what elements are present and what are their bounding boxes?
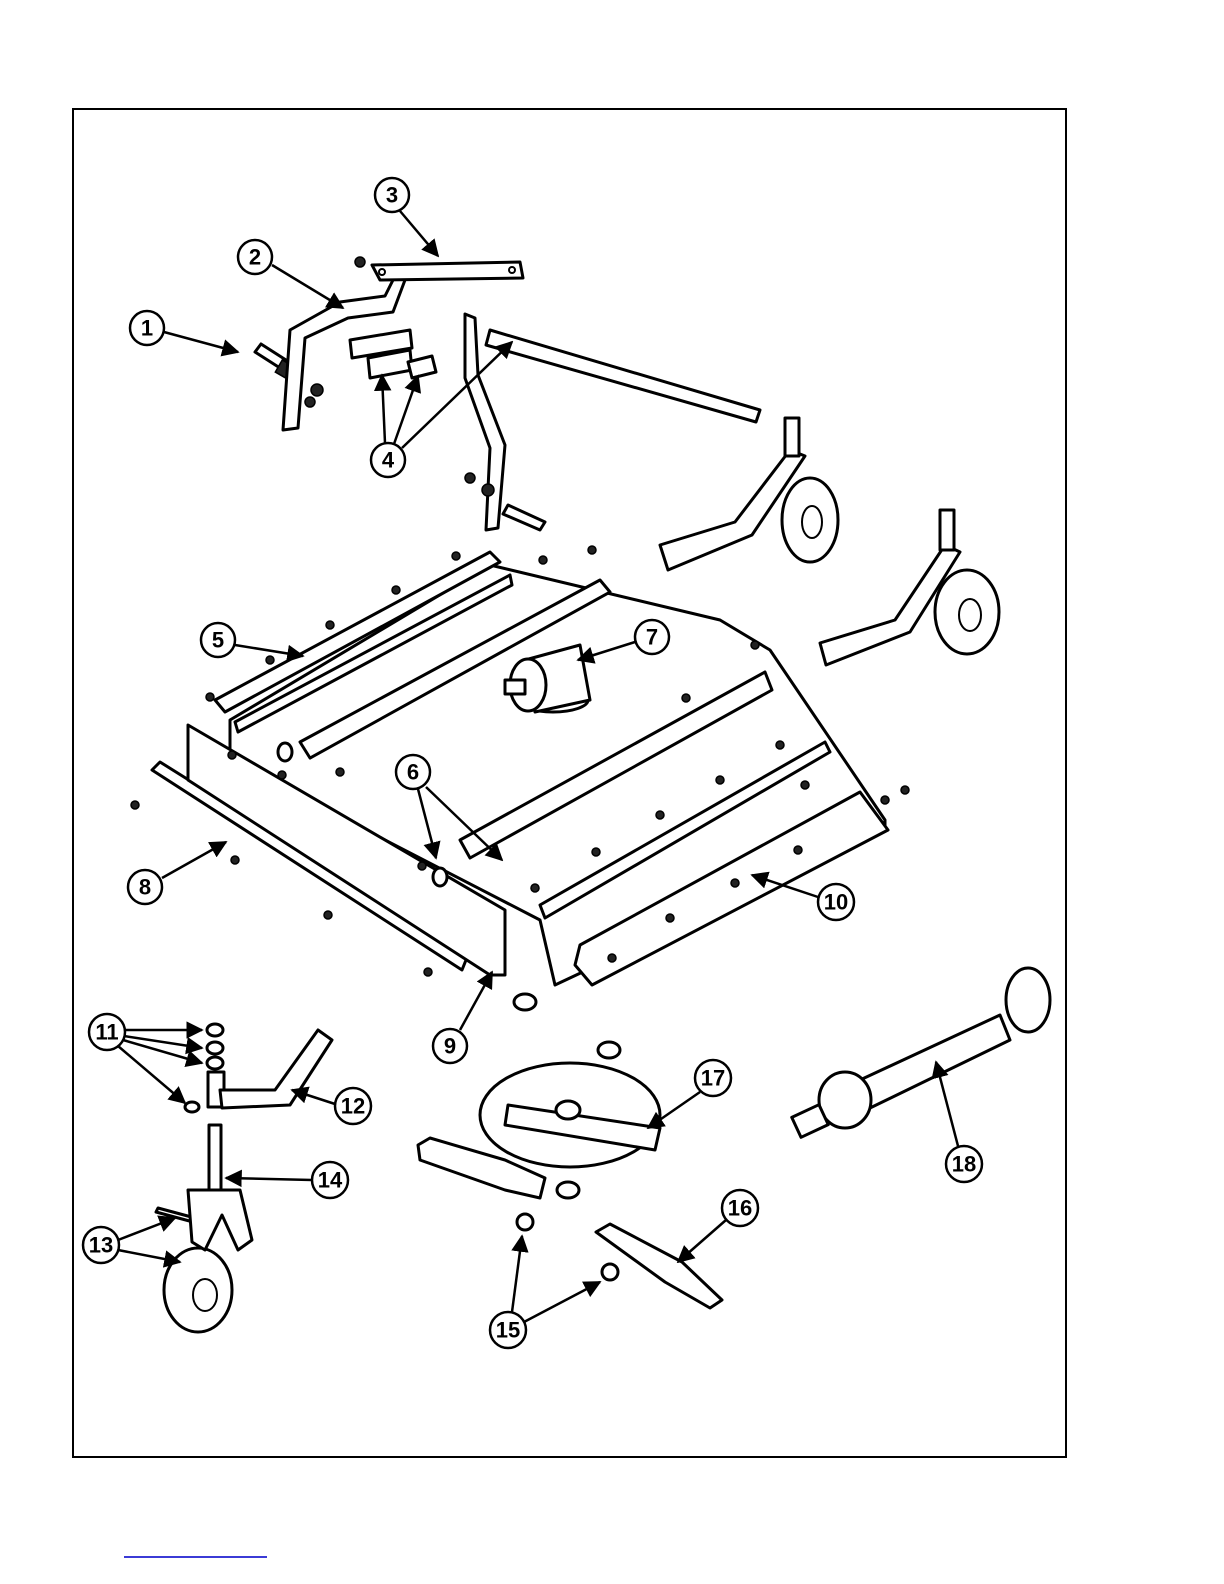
blade-bolts	[517, 1214, 618, 1280]
callout-9: 9	[433, 972, 492, 1063]
caster-yoke	[188, 1125, 252, 1250]
callout-5-label: 5	[212, 628, 224, 653]
callout-5: 5	[201, 623, 303, 657]
callout-14: 14	[226, 1162, 348, 1198]
drive-shaft	[792, 968, 1050, 1137]
callout-3-label: 3	[386, 183, 398, 208]
callout-8-label: 8	[139, 875, 151, 900]
callout-2: 2	[238, 240, 343, 308]
caster-assembly-front	[820, 510, 999, 665]
callout-11: 11	[89, 1014, 202, 1103]
callout-2-label: 2	[249, 245, 261, 270]
caster-assembly-rear	[660, 418, 838, 570]
callout-8: 8	[128, 842, 226, 904]
callout-15-label: 15	[496, 1318, 520, 1343]
callout-18: 18	[936, 1062, 982, 1182]
callout-1: 1	[130, 311, 238, 352]
callout-10-label: 10	[824, 890, 848, 915]
callout-12: 12	[292, 1088, 371, 1124]
callout-16-label: 16	[728, 1196, 752, 1221]
callout-4-label: 4	[382, 448, 395, 473]
callout-3: 3	[375, 178, 438, 256]
callout-1-label: 1	[141, 316, 153, 341]
callout-12-label: 12	[341, 1094, 365, 1119]
callout-11-label: 11	[95, 1020, 118, 1045]
blade-disc	[480, 1063, 660, 1167]
hitch-plates-and-bushing	[350, 330, 436, 378]
callout-17-label: 17	[701, 1066, 725, 1091]
top-link-bar	[355, 257, 523, 280]
callout-14-label: 14	[318, 1168, 343, 1193]
callout-13: 13	[83, 1218, 180, 1263]
callout-16: 16	[678, 1190, 758, 1262]
footer-rule	[124, 1556, 267, 1558]
callout-9-label: 9	[444, 1034, 456, 1059]
callout-18-label: 18	[952, 1152, 976, 1177]
right-hitch-arm	[465, 314, 760, 530]
callout-7-label: 7	[646, 625, 658, 650]
callout-13-label: 13	[89, 1233, 113, 1258]
callout-15: 15	[490, 1236, 600, 1348]
callout-6-label: 6	[407, 760, 419, 785]
